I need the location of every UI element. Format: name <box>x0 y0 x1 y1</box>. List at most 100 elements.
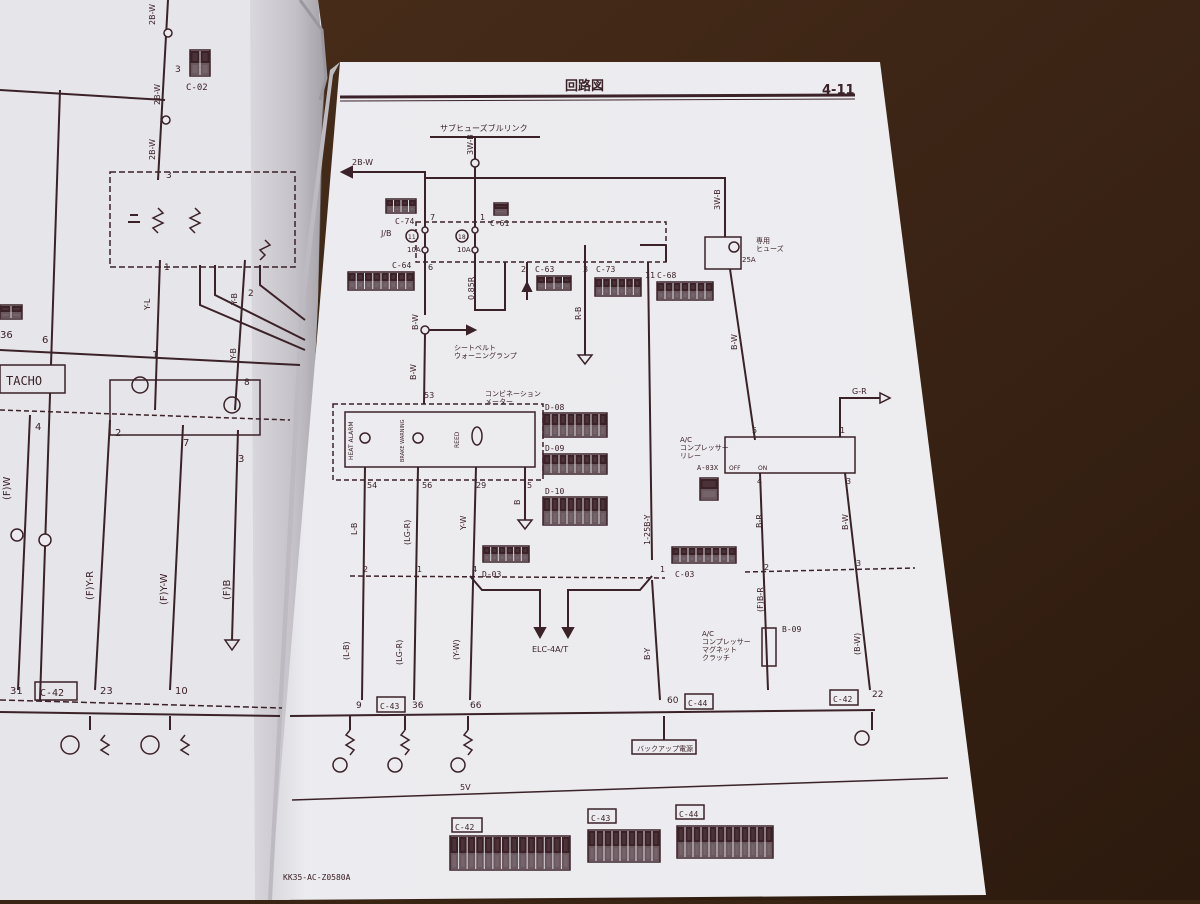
terminal <box>60 735 80 755</box>
label: 25A <box>742 256 756 264</box>
tacho-box <box>0 364 66 394</box>
wire <box>231 429 239 641</box>
label-line: 5 <box>527 481 532 490</box>
connector-pin <box>591 425 599 436</box>
label-line: D-03 <box>482 570 501 579</box>
connector-pin <box>348 281 356 289</box>
connector-pin <box>561 837 570 853</box>
connector-pin <box>494 204 508 209</box>
connector-pin <box>620 846 628 861</box>
connector-pin <box>386 206 393 212</box>
label: 6 <box>428 263 433 272</box>
label-line: Y-W <box>459 516 468 532</box>
label-line: B-R <box>755 514 764 528</box>
label: 0.85R <box>467 276 476 300</box>
connector-pin <box>394 206 401 212</box>
seatbelt-label: シートベルトウォーニングランプ <box>454 344 517 360</box>
connector-pin <box>514 554 521 561</box>
terminal <box>161 115 171 125</box>
connector-pin <box>467 853 476 869</box>
connector-pin <box>551 455 559 464</box>
label-line: 1-25B-Y <box>643 514 652 545</box>
label-line: D-08 <box>545 403 564 412</box>
connector-pin <box>728 548 736 555</box>
connector-pin <box>409 200 416 206</box>
resistor-icon <box>179 734 191 756</box>
label: 4 <box>757 477 762 486</box>
label-line: 10 <box>175 686 188 697</box>
label-line: (LG-R) <box>395 640 404 665</box>
ground-icon <box>576 354 594 366</box>
wire <box>94 419 111 691</box>
terminal <box>471 246 479 254</box>
label: 1 <box>840 426 845 435</box>
label: 11 <box>408 234 416 241</box>
connector-pin <box>459 853 467 869</box>
resistor-icon <box>399 729 411 756</box>
connector-pin <box>190 63 200 75</box>
label: D-08 <box>545 403 564 412</box>
terminal <box>387 757 403 773</box>
connector-pin <box>701 827 709 842</box>
label: 1 <box>417 565 422 574</box>
tacho-label: TACHO <box>6 374 42 388</box>
label: 29 <box>476 481 486 490</box>
connector-pin <box>406 273 414 281</box>
wire <box>17 414 31 691</box>
connector-pin <box>697 283 705 291</box>
connector-pin <box>665 291 673 299</box>
coil-icon <box>188 207 202 234</box>
connector-pin <box>494 209 508 214</box>
connector-pin <box>588 831 596 846</box>
connector-pin <box>527 837 536 853</box>
label-line: 0.85R <box>467 276 476 300</box>
label-line: (L-B) <box>342 641 351 660</box>
connector-pin <box>599 425 607 436</box>
label-line: C-73 <box>596 265 615 274</box>
connector-pin <box>575 511 583 524</box>
connector-pin <box>610 279 618 287</box>
label: G-R <box>852 387 867 396</box>
connector-pin <box>373 273 381 281</box>
label: 3 <box>175 65 181 75</box>
jb-box <box>415 221 667 263</box>
wire <box>349 575 666 579</box>
label: 4 <box>35 422 41 433</box>
label: 22 <box>872 690 883 700</box>
connector-pin <box>697 291 705 299</box>
terminal <box>131 376 149 394</box>
connector-pin <box>700 479 718 489</box>
label-line: 1 <box>152 350 158 361</box>
connector-pin <box>618 279 626 287</box>
connector-pin <box>733 842 741 857</box>
connector-pin <box>704 555 712 562</box>
label: OFF <box>729 465 741 472</box>
label-line: C-43 <box>591 814 610 823</box>
label: C-43 <box>380 702 399 711</box>
wire <box>423 333 426 405</box>
connector-pin <box>551 511 559 524</box>
connector-pin <box>696 555 704 562</box>
terminal <box>140 735 160 755</box>
connector-pin <box>688 555 696 562</box>
connector-pin <box>575 464 583 473</box>
connector-pin <box>551 414 559 425</box>
connector-pin <box>567 414 575 425</box>
terminal <box>223 396 241 414</box>
wire <box>567 575 653 630</box>
label-line: 1 <box>660 565 665 574</box>
label: BRAKE WARNING <box>400 419 406 462</box>
label: Y-W <box>459 516 468 532</box>
label-line: 36 <box>0 330 13 341</box>
label-line: C-44 <box>688 699 707 708</box>
connector-pin <box>693 842 701 857</box>
label-line: R-B <box>574 307 583 320</box>
connector-pin <box>757 842 765 857</box>
label-line: Y-B <box>230 293 239 306</box>
connector-pin <box>0 306 11 312</box>
connector-pin <box>519 853 527 869</box>
connector-pin <box>680 548 688 555</box>
connector-pin <box>575 498 583 511</box>
connector-pin <box>657 291 665 299</box>
label-line: マグネット <box>702 645 737 654</box>
